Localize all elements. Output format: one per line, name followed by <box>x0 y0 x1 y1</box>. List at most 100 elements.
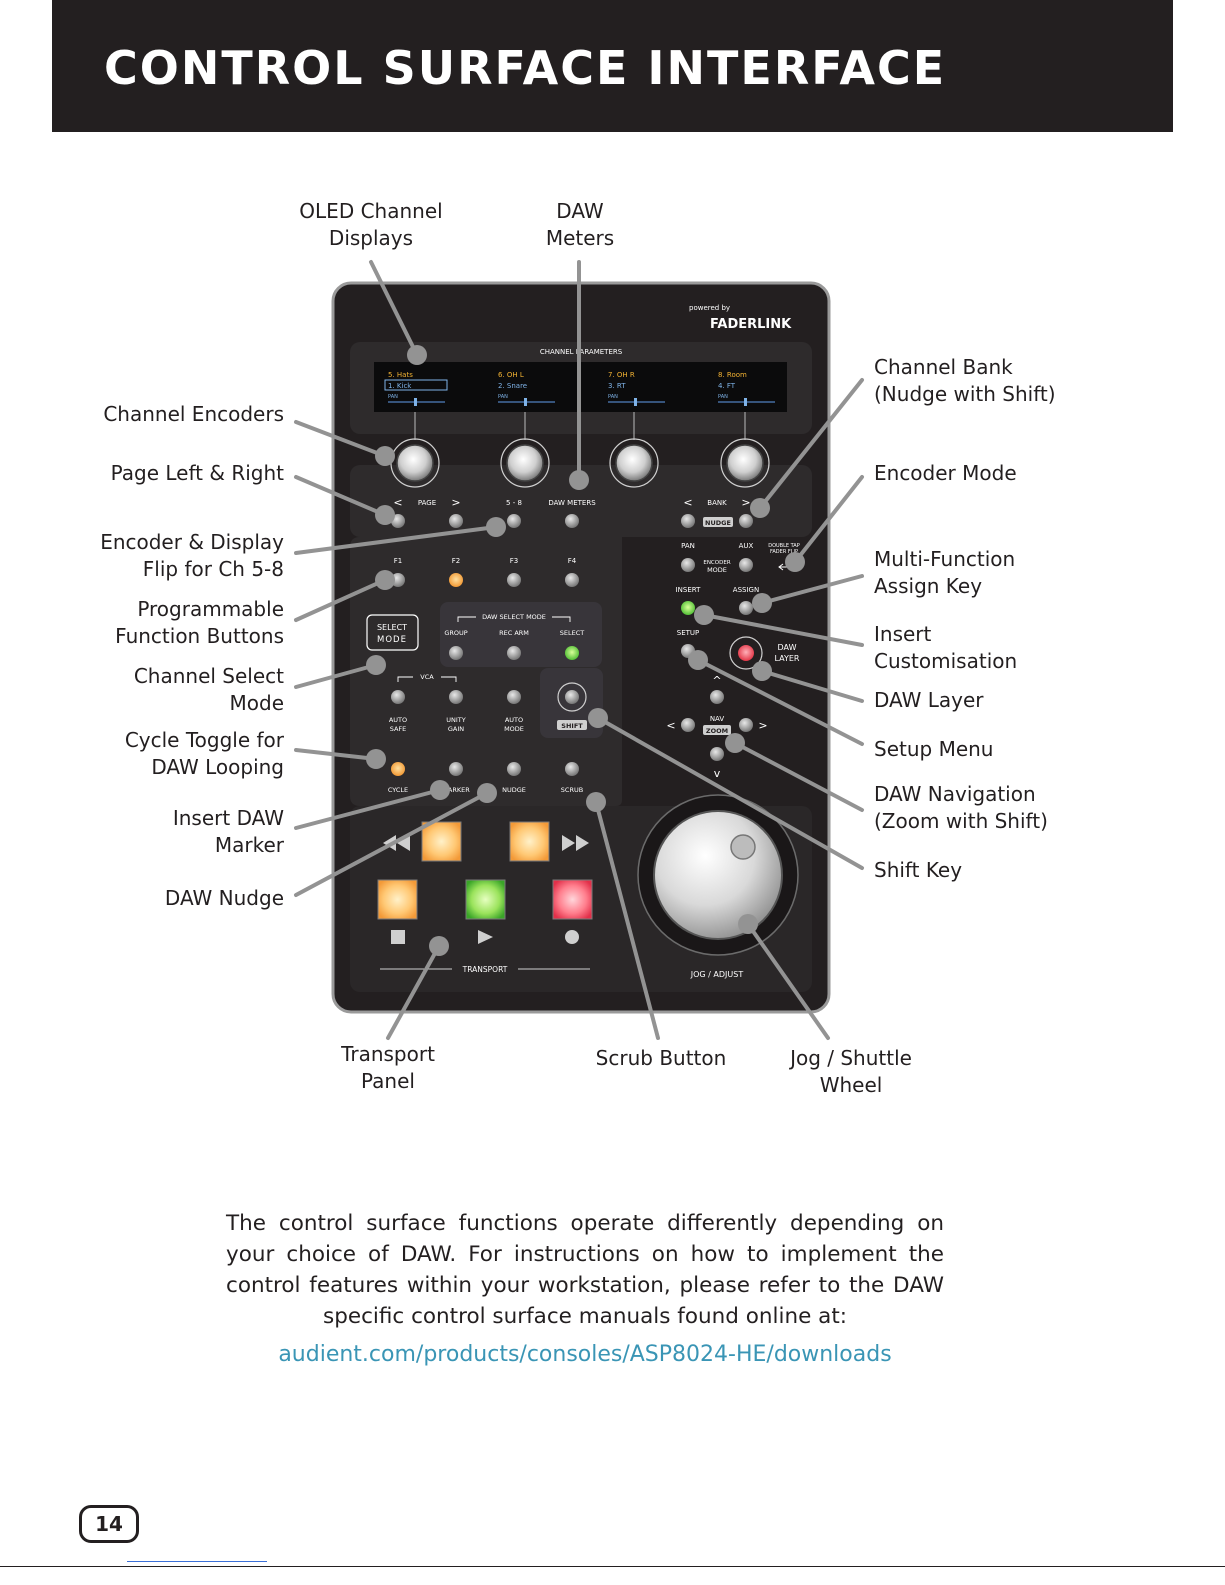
shift-ring <box>557 682 587 712</box>
select-mode-button[interactable] <box>366 614 419 651</box>
fast-forward-button[interactable] <box>509 821 550 862</box>
f1-button[interactable] <box>391 573 405 587</box>
encoder-1[interactable] <box>390 412 440 488</box>
f4-button[interactable] <box>565 573 579 587</box>
jog-wheel-dimple <box>730 834 756 860</box>
unity-gain-button[interactable] <box>449 690 463 704</box>
marker-callout-dot <box>430 780 450 800</box>
daw-meters-button[interactable] <box>565 514 579 528</box>
assign-callout-dot <box>752 593 772 613</box>
oled-top-name: 6. OH L <box>498 371 524 379</box>
oled-bottom-name: 1. Kick <box>388 382 412 390</box>
oled-param-label: PAN <box>718 394 728 400</box>
oled-top-name: 7. OH R <box>608 371 635 379</box>
record-icon <box>565 930 579 944</box>
page-right-button[interactable] <box>449 514 463 528</box>
aux-label: AUX <box>739 542 754 550</box>
select-mode-label-2: MODE <box>377 635 407 645</box>
page-number: 14 <box>79 1505 139 1543</box>
callout-jog-wheel: Jog / Shuttle Wheel <box>790 1046 912 1097</box>
insert-button[interactable] <box>681 601 695 615</box>
nav-right-arrow: > <box>758 719 767 732</box>
chsel-callout-dot <box>366 655 386 675</box>
bank-left-button[interactable] <box>681 514 695 528</box>
shift-button[interactable] <box>565 690 579 704</box>
bank-label: BANK <box>707 499 727 507</box>
record-button[interactable] <box>552 879 593 920</box>
callout-channel-bank: Channel Bank (Nudge with Shift) <box>874 355 1056 406</box>
oled-param-label: PAN <box>388 394 398 400</box>
auto-safe-label-1: AUTO <box>389 716 407 724</box>
nudge-button[interactable] <box>507 762 521 776</box>
play-button[interactable] <box>465 879 506 920</box>
scrub-button[interactable] <box>565 762 579 776</box>
callout-channel-encoders: Channel Encoders <box>103 402 284 426</box>
marker-button[interactable] <box>449 762 463 776</box>
f3-label: F3 <box>510 557 518 565</box>
unity-gain-label-2: GAIN <box>448 725 464 733</box>
nav-up-button[interactable] <box>710 690 724 704</box>
nav-up-arrow: ^ <box>712 674 721 687</box>
rewind-button[interactable] <box>421 821 462 862</box>
flip-5-8-label: 5 - 8 <box>506 499 522 507</box>
assign-label: ASSIGN <box>733 586 759 594</box>
play-icon <box>478 930 493 944</box>
scrub-callout-dot <box>586 792 606 812</box>
pan-label: PAN <box>681 542 695 550</box>
callout-page-left-right: Page Left & Right <box>110 461 284 485</box>
encoder-3[interactable] <box>609 412 659 488</box>
select-button[interactable] <box>565 646 579 660</box>
callout-cycle-toggle: Cycle Toggle for DAW Looping <box>124 728 284 779</box>
layer-callout-dot <box>752 661 772 681</box>
daw-layer-label-1: DAW <box>778 643 797 652</box>
callout-transport-panel: Transport Panel <box>341 1042 435 1093</box>
group-button[interactable] <box>449 646 463 660</box>
oled-param-label: PAN <box>498 394 508 400</box>
daw-layer-button[interactable] <box>738 645 754 661</box>
rec-arm-button[interactable] <box>507 646 521 660</box>
scrub-label: SCRUB <box>561 786 583 794</box>
f2-button[interactable] <box>449 573 463 587</box>
auto-mode-button[interactable] <box>507 690 521 704</box>
oled-param-marker <box>414 398 417 406</box>
cycle-button[interactable] <box>391 762 405 776</box>
f3-button[interactable] <box>507 573 521 587</box>
footer-link-underline <box>127 1561 267 1562</box>
rec-arm-label: REC ARM <box>499 629 529 637</box>
oled-top-name: 8. Room <box>718 371 747 379</box>
auto-safe-button[interactable] <box>391 690 405 704</box>
f2-label: F2 <box>452 557 460 565</box>
nav-right-button[interactable] <box>739 718 753 732</box>
transport-callout-dot <box>429 936 449 956</box>
insert-label: INSERT <box>676 586 702 594</box>
jog-wheel[interactable] <box>653 810 783 940</box>
aux-button[interactable] <box>739 558 753 572</box>
vca-bracket <box>397 676 457 682</box>
bank-right-button[interactable] <box>739 514 753 528</box>
zoom-badge-label: ZOOM <box>706 727 728 735</box>
nav-callout-dot <box>725 733 745 753</box>
encoder-2[interactable] <box>500 412 550 488</box>
stop-button[interactable] <box>377 879 418 920</box>
assign-button[interactable] <box>739 601 753 615</box>
downloads-link[interactable]: audient.com/products/consoles/ASP8024-HE… <box>278 1342 892 1367</box>
body-paragraph: The control surface functions operate di… <box>226 1210 944 1329</box>
callout-daw-nudge: DAW Nudge <box>164 886 284 910</box>
daw-layer-label-2: LAYER <box>775 654 800 663</box>
callout-insert-customisation: Insert Customisation <box>874 622 1018 673</box>
f4-label: F4 <box>568 557 577 565</box>
encoder-4[interactable] <box>720 412 770 488</box>
marker-label: MARKER <box>442 786 470 794</box>
pan-button[interactable] <box>681 558 695 572</box>
callout-encoder-mode: Encoder Mode <box>874 461 1017 485</box>
nudge-label: NUDGE <box>502 786 526 794</box>
nav-left-button[interactable] <box>681 718 695 732</box>
nav-down-button[interactable] <box>710 747 724 761</box>
oled-top-name: 5. Hats <box>388 371 413 379</box>
func-callout-dot <box>375 570 395 590</box>
page-right-arrow: > <box>451 496 460 509</box>
flip-5-8-button[interactable] <box>507 514 521 528</box>
